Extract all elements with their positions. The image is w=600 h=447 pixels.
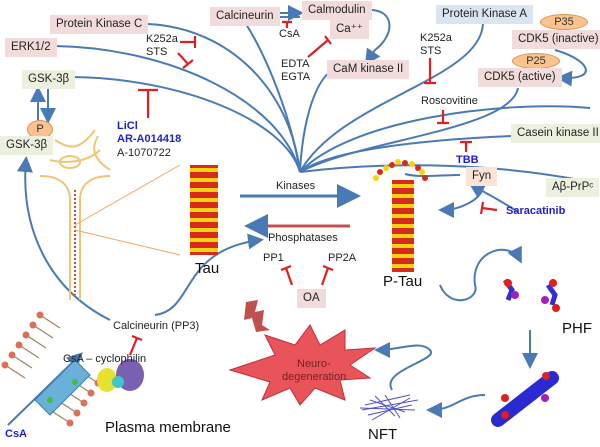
egta-label: EGTA: [281, 71, 311, 83]
line-gsk: [71, 76, 301, 173]
oa-inhibit-pp2a: [320, 264, 334, 286]
calmodulin-to-camk2-arrow: [364, 9, 391, 66]
tbb-label: TBB: [456, 154, 479, 166]
p25-badge: P25: [512, 53, 560, 69]
csa-inhibit-calcineurin: [282, 20, 292, 28]
cam-kinase-ii-box: CaM kinase II: [327, 60, 410, 79]
pp2a-label: PP2A: [328, 252, 357, 264]
calcineurin-to-gsk-arrow: [17, 156, 111, 321]
line-camk2: [299, 70, 332, 173]
kinases-label: Kinases: [276, 180, 316, 192]
gsk-inhibitors-bar: [138, 88, 158, 118]
sts-inhibit-erk: [177, 52, 194, 69]
k252a-inhibit-pka: [424, 58, 436, 85]
hub-to-fyn-line: [404, 173, 461, 178]
calcineurin-pp3-label: Calcineurin (PP3): [113, 320, 200, 332]
ptau-microtubule: [373, 159, 428, 272]
lightning-icon: [244, 300, 270, 332]
calcineurin-box: Calcineurin: [210, 7, 280, 26]
saracatinib-label: Saracatinib: [506, 205, 566, 217]
ptau-to-phf-arrow: [439, 245, 522, 302]
p35-badge: P35: [540, 14, 588, 30]
k252a-inhibit-pkc: [180, 36, 197, 48]
fyn-to-ptau-arrow: [438, 187, 484, 218]
neuro-label: Neuro-: [297, 358, 331, 370]
nft-tangle: [359, 394, 419, 421]
tau-microtubule: [190, 165, 218, 255]
sts-label-left: STS: [146, 46, 168, 58]
roscovitine-label: Roscovitine: [421, 95, 478, 107]
cdk5-active-box: CDK5 (active): [478, 68, 562, 87]
casein-kinase-ii-box: Casein kinase II: [511, 124, 600, 143]
sts-label-right: STS: [420, 45, 442, 57]
oa-inhibit-pp1: [280, 264, 294, 286]
tbb-inhibit-ck2: [460, 140, 472, 152]
csa-label-bottom: CsA: [5, 428, 28, 440]
saracatinib-inhibit-fyn: [479, 201, 498, 215]
edta-label: EDTA: [281, 58, 310, 70]
licl-label: LiCl: [117, 120, 138, 132]
plasma-membrane-label: Plasma membrane: [105, 419, 231, 436]
degeneration-label: degeneration: [282, 371, 347, 383]
inhibition-bars: [128, 20, 498, 356]
line-cdk5: [299, 87, 519, 173]
zoom-line-top: [74, 164, 181, 226]
calcium-box: Ca⁺⁺: [330, 20, 369, 39]
ar-a014418-label: AR-A014418: [117, 133, 182, 145]
line-hub-right: [299, 164, 581, 181]
csa-cyclophilin-label: CsA – cyclophilin: [63, 353, 147, 365]
nft-to-neurodegeneration-arrow: [374, 341, 433, 391]
csa-cyclophilin-complex: [97, 359, 144, 392]
nft-label: NFT: [368, 426, 398, 443]
gsk3b-box: GSK-3β: [22, 70, 76, 89]
csa-inhibit-calcineurin-pp3: [128, 334, 143, 356]
line-pka: [299, 23, 484, 173]
gsk3b-phospho-box: GSK-3β: [0, 136, 54, 155]
calmodulin-box: Calmodulin: [302, 1, 372, 20]
protein-kinase-c-box: Protein Kinase C: [50, 15, 149, 34]
erk-box: ERK1/2: [5, 38, 57, 57]
a-1070722-label: A-1070722: [117, 147, 171, 159]
zoom-line-bottom: [74, 229, 181, 256]
okadaic-acid-box: OA: [297, 289, 326, 308]
phf-fragments: [502, 278, 560, 312]
kinase-convergence-lines: [54, 12, 591, 181]
protein-kinase-a-box: Protein Kinase A: [436, 5, 534, 24]
edta-inhibit-ca: [307, 35, 332, 58]
k252a-label-left: K252a: [146, 33, 178, 45]
k252a-label-right: K252a: [420, 32, 452, 44]
pp1-label: PP1: [263, 252, 284, 264]
csa-label-top: CsA: [279, 28, 300, 40]
abeta-to-fyn-arrow: [468, 182, 519, 213]
aggregate-to-nft-arrow: [426, 394, 486, 418]
fyn-box: Fyn: [466, 167, 498, 186]
neurodegeneration-burst: [228, 324, 377, 406]
neuron-illustration: [39, 129, 111, 300]
ptau-label: P-Tau: [383, 273, 423, 290]
phosphatases-label: Phosphatases: [268, 232, 338, 244]
cdk5-activation-arrow: [554, 49, 587, 87]
tau-aggregate: [491, 371, 559, 427]
cdk5-inactive-box: CDK5 (inactive): [512, 30, 600, 49]
plasma-membrane: [1, 311, 102, 427]
abeta-prpc-box: Aβ-PrPᶜ: [546, 178, 600, 197]
line-roscov-path: [299, 105, 591, 173]
tau-label: Tau: [195, 260, 220, 277]
line-ck2: [299, 135, 513, 173]
calcineurin-to-phosphatases-arrow: [154, 233, 264, 316]
phf-label: PHF: [562, 320, 592, 337]
roscovitine-inhibit-cdk5: [437, 110, 449, 125]
line-erk: [54, 45, 301, 173]
